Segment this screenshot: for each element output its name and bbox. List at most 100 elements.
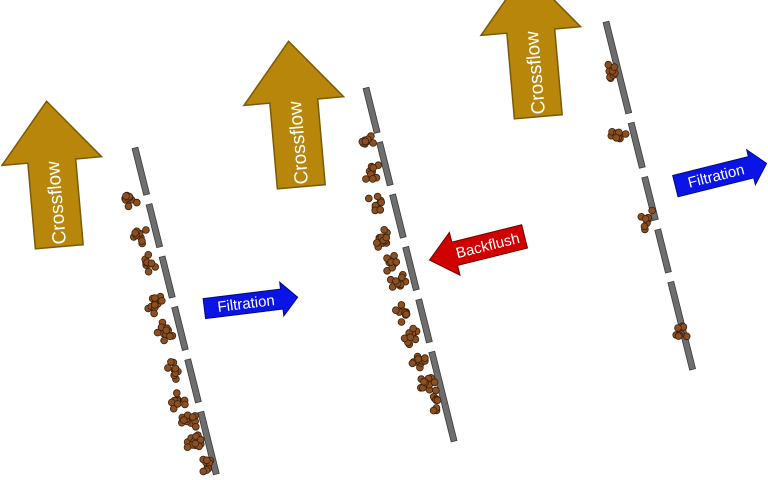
- foulant-particle: [144, 267, 153, 276]
- foulant-particle: [382, 233, 391, 242]
- panel-2: Crossflow Backflush: [242, 40, 529, 443]
- foulant-particle: [430, 378, 439, 387]
- membrane-segment: [402, 245, 420, 292]
- foulant-particle: [166, 332, 174, 341]
- foulant-particle: [169, 404, 178, 413]
- foulant-particle: [674, 332, 683, 340]
- foulant-particle: [368, 175, 377, 183]
- membrane-segment: [145, 203, 164, 249]
- foulant-particle: [369, 139, 377, 147]
- filtration-arrow-shape: [672, 148, 768, 198]
- foulant-particle: [610, 63, 619, 71]
- foulant-particle: [364, 194, 373, 203]
- foulant-particle: [369, 163, 378, 172]
- particle-layer-1: [121, 191, 215, 476]
- membrane-segment: [184, 358, 202, 404]
- foulant-particle: [380, 226, 389, 234]
- foulant-particle: [189, 413, 197, 421]
- foulant-particle: [160, 336, 168, 345]
- foulant-particle: [191, 439, 200, 448]
- foulant-particle: [397, 273, 406, 282]
- foulant-particle: [150, 309, 158, 318]
- membrane-segment: [389, 193, 407, 239]
- membrane-segment: [641, 176, 659, 222]
- foulant-particle: [421, 354, 429, 362]
- foulant-particle: [640, 222, 649, 231]
- backflush-arrow: Backflush: [428, 224, 529, 277]
- foulant-particle: [133, 198, 141, 207]
- foulant-particle: [414, 355, 422, 363]
- foulant-particle: [408, 359, 417, 368]
- membrane-1: [131, 146, 220, 476]
- membrane-segment: [197, 410, 220, 476]
- foulant-particle: [173, 400, 182, 408]
- foulant-particle: [203, 456, 211, 465]
- particle-layer-2: [358, 132, 442, 415]
- foulant-particle: [147, 259, 156, 268]
- foulant-particle: [402, 310, 411, 319]
- foulant-particle: [158, 296, 166, 305]
- foulant-particle: [392, 258, 401, 266]
- foulant-particle: [397, 318, 406, 326]
- crossflow-arrow-3: Crossflow: [479, 0, 583, 120]
- foulant-particle: [674, 324, 682, 332]
- filtration-label: Filtration: [217, 292, 276, 316]
- particle-layer-3: [604, 60, 691, 341]
- foulant-particle: [192, 422, 200, 431]
- membrane-segment: [654, 228, 672, 274]
- foulant-particle: [199, 467, 208, 476]
- foulant-particle: [431, 386, 440, 395]
- backflush-arrow-shape: [428, 224, 529, 277]
- foulant-particle: [397, 301, 406, 309]
- crossflow-arrow-1: Crossflow: [0, 100, 104, 250]
- membrane-segment: [171, 305, 189, 352]
- foulant-particle: [180, 416, 188, 424]
- crossflow-arrow-2: Crossflow: [242, 40, 346, 190]
- filtration-arrow-shape: [202, 281, 299, 320]
- panel-3: Crossflow Filtration: [479, 0, 768, 371]
- foulant-particle: [409, 324, 417, 333]
- foulant-particle: [181, 400, 189, 409]
- foulant-particle: [362, 175, 370, 183]
- membrane-segment: [158, 255, 176, 299]
- foulant-particle: [142, 226, 150, 234]
- foulant-particle: [173, 389, 181, 397]
- foulant-particle: [433, 396, 442, 405]
- foulant-particle: [124, 202, 133, 211]
- foulant-particle: [406, 333, 415, 342]
- foulant-particle: [612, 134, 621, 142]
- foulant-particle: [122, 192, 130, 200]
- foulant-particle: [138, 237, 146, 245]
- foulant-particle: [641, 215, 650, 223]
- foulant-particle: [131, 229, 140, 237]
- foulant-particle: [162, 326, 171, 335]
- crossflow-arrow-shape: [242, 40, 346, 190]
- foulant-particle: [144, 251, 153, 259]
- foulant-particle: [429, 406, 438, 415]
- foulant-particle: [377, 198, 386, 207]
- membrane-segment: [362, 86, 381, 134]
- foulant-particle: [171, 364, 180, 373]
- foulant-particle: [621, 130, 630, 138]
- foulant-particle: [151, 294, 159, 302]
- foulant-particle: [164, 364, 172, 372]
- foulant-particle: [391, 306, 400, 315]
- foulant-particle: [376, 205, 385, 214]
- crossflow-arrow-shape: [0, 100, 104, 250]
- crossflow-arrow-shape: [479, 0, 583, 120]
- foulant-particle: [373, 192, 382, 201]
- foulant-particle: [151, 301, 159, 309]
- foulant-particle: [420, 377, 428, 386]
- foulant-particle: [167, 358, 175, 366]
- filtration-arrow-3: Filtration: [672, 148, 768, 198]
- filtration-arrow-1: Filtration: [202, 281, 299, 320]
- foulant-particle: [361, 137, 370, 146]
- foulant-particle: [183, 443, 192, 452]
- foulant-particle: [391, 277, 400, 285]
- membrane-segment: [415, 298, 433, 344]
- membrane-segment: [131, 146, 151, 196]
- foulant-particle: [372, 239, 381, 247]
- foulant-particle: [153, 328, 162, 337]
- panel-1: Crossflow Filtration: [0, 100, 299, 476]
